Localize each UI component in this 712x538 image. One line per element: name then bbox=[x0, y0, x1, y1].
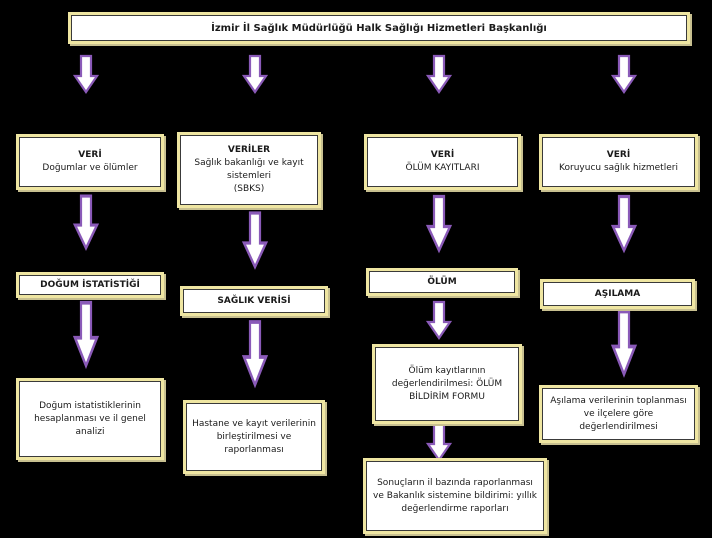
branch-1-result-label: Doğum istatistiklerinin hesaplanması ve … bbox=[34, 400, 146, 437]
branch-4-step-label: AŞILAMA bbox=[594, 288, 641, 299]
arrow-down-icon bbox=[611, 309, 637, 377]
arrow-down-icon bbox=[426, 194, 452, 253]
arrow-down-icon bbox=[426, 300, 452, 340]
arrow-down-icon bbox=[426, 54, 452, 94]
branch-3-head-title: VERİ bbox=[430, 150, 455, 160]
branch-4-result: Aşılama verilerinin toplanması ve ilçele… bbox=[539, 385, 698, 443]
arrow-down-icon bbox=[73, 300, 99, 368]
branch-2-head-text: Sağlık bakanlığı ve kayıt sistemleri bbox=[194, 158, 304, 181]
branch-3-head-text: ÖLÜM KAYITLARI bbox=[405, 163, 480, 173]
root-label: İzmir İl Sağlık Müdürlüğü Halk Sağlığı H… bbox=[211, 22, 547, 34]
branch-4-step: AŞILAMA bbox=[540, 279, 695, 309]
arrow-down-icon bbox=[611, 194, 637, 253]
branch-3-step-label: ÖLÜM bbox=[427, 276, 457, 287]
final-box: Sonuçların il bazında raporlanması ve Ba… bbox=[363, 458, 547, 534]
branch-4-head-text: Koruyucu sağlık hizmetleri bbox=[559, 163, 678, 173]
branch-2-head-title: VERİLER bbox=[227, 145, 271, 155]
branch-1-head-title: VERİ bbox=[78, 150, 102, 160]
branch-3-result-label: Ölüm kayıtlarının değerlendirilmesi: ÖLÜ… bbox=[391, 365, 503, 402]
branch-4-head-title: VERİ bbox=[606, 150, 631, 160]
arrow-down-icon bbox=[242, 54, 268, 94]
branch-3-step: ÖLÜM bbox=[366, 268, 518, 296]
branch-1-head: VERİ Doğumlar ve ölümler bbox=[16, 134, 164, 190]
branch-4-result-label: Aşılama verilerinin toplanması ve ilçele… bbox=[550, 395, 687, 432]
branch-1-step-label: DOĞUM İSTATİSTİĞİ bbox=[40, 279, 140, 290]
branch-1-result: Doğum istatistiklerinin hesaplanması ve … bbox=[16, 378, 164, 460]
final-label: Sonuçların il bazında raporlanması ve Ba… bbox=[373, 477, 537, 514]
arrow-down-icon bbox=[73, 194, 99, 250]
branch-2-head-extra: (SBKS) bbox=[233, 184, 265, 194]
branch-2-step-label: SAĞLIK VERİSİ bbox=[217, 295, 291, 306]
branch-2-result: Hastane ve kayıt verilerinin birleştiril… bbox=[183, 400, 325, 474]
arrow-down-icon bbox=[73, 54, 99, 94]
branch-3-result: Ölüm kayıtlarının değerlendirilmesi: ÖLÜ… bbox=[372, 344, 522, 424]
branch-2-result-label: Hastane ve kayıt verilerinin birleştiril… bbox=[192, 418, 316, 455]
root-box: İzmir İl Sağlık Müdürlüğü Halk Sağlığı H… bbox=[68, 12, 690, 44]
branch-1-step: DOĞUM İSTATİSTİĞİ bbox=[16, 272, 164, 298]
arrow-down-icon bbox=[426, 422, 452, 462]
arrow-down-icon bbox=[242, 211, 268, 269]
branch-4-head: VERİ Koruyucu sağlık hizmetleri bbox=[539, 134, 698, 190]
arrow-down-icon bbox=[611, 54, 637, 94]
branch-2-step: SAĞLIK VERİSİ bbox=[180, 286, 328, 316]
branch-3-head: VERİ ÖLÜM KAYITLARI bbox=[364, 134, 521, 190]
branch-2-head: VERİLER Sağlık bakanlığı ve kayıt sistem… bbox=[177, 132, 321, 208]
arrow-down-icon bbox=[242, 320, 268, 387]
branch-1-head-text: Doğumlar ve ölümler bbox=[42, 163, 138, 173]
